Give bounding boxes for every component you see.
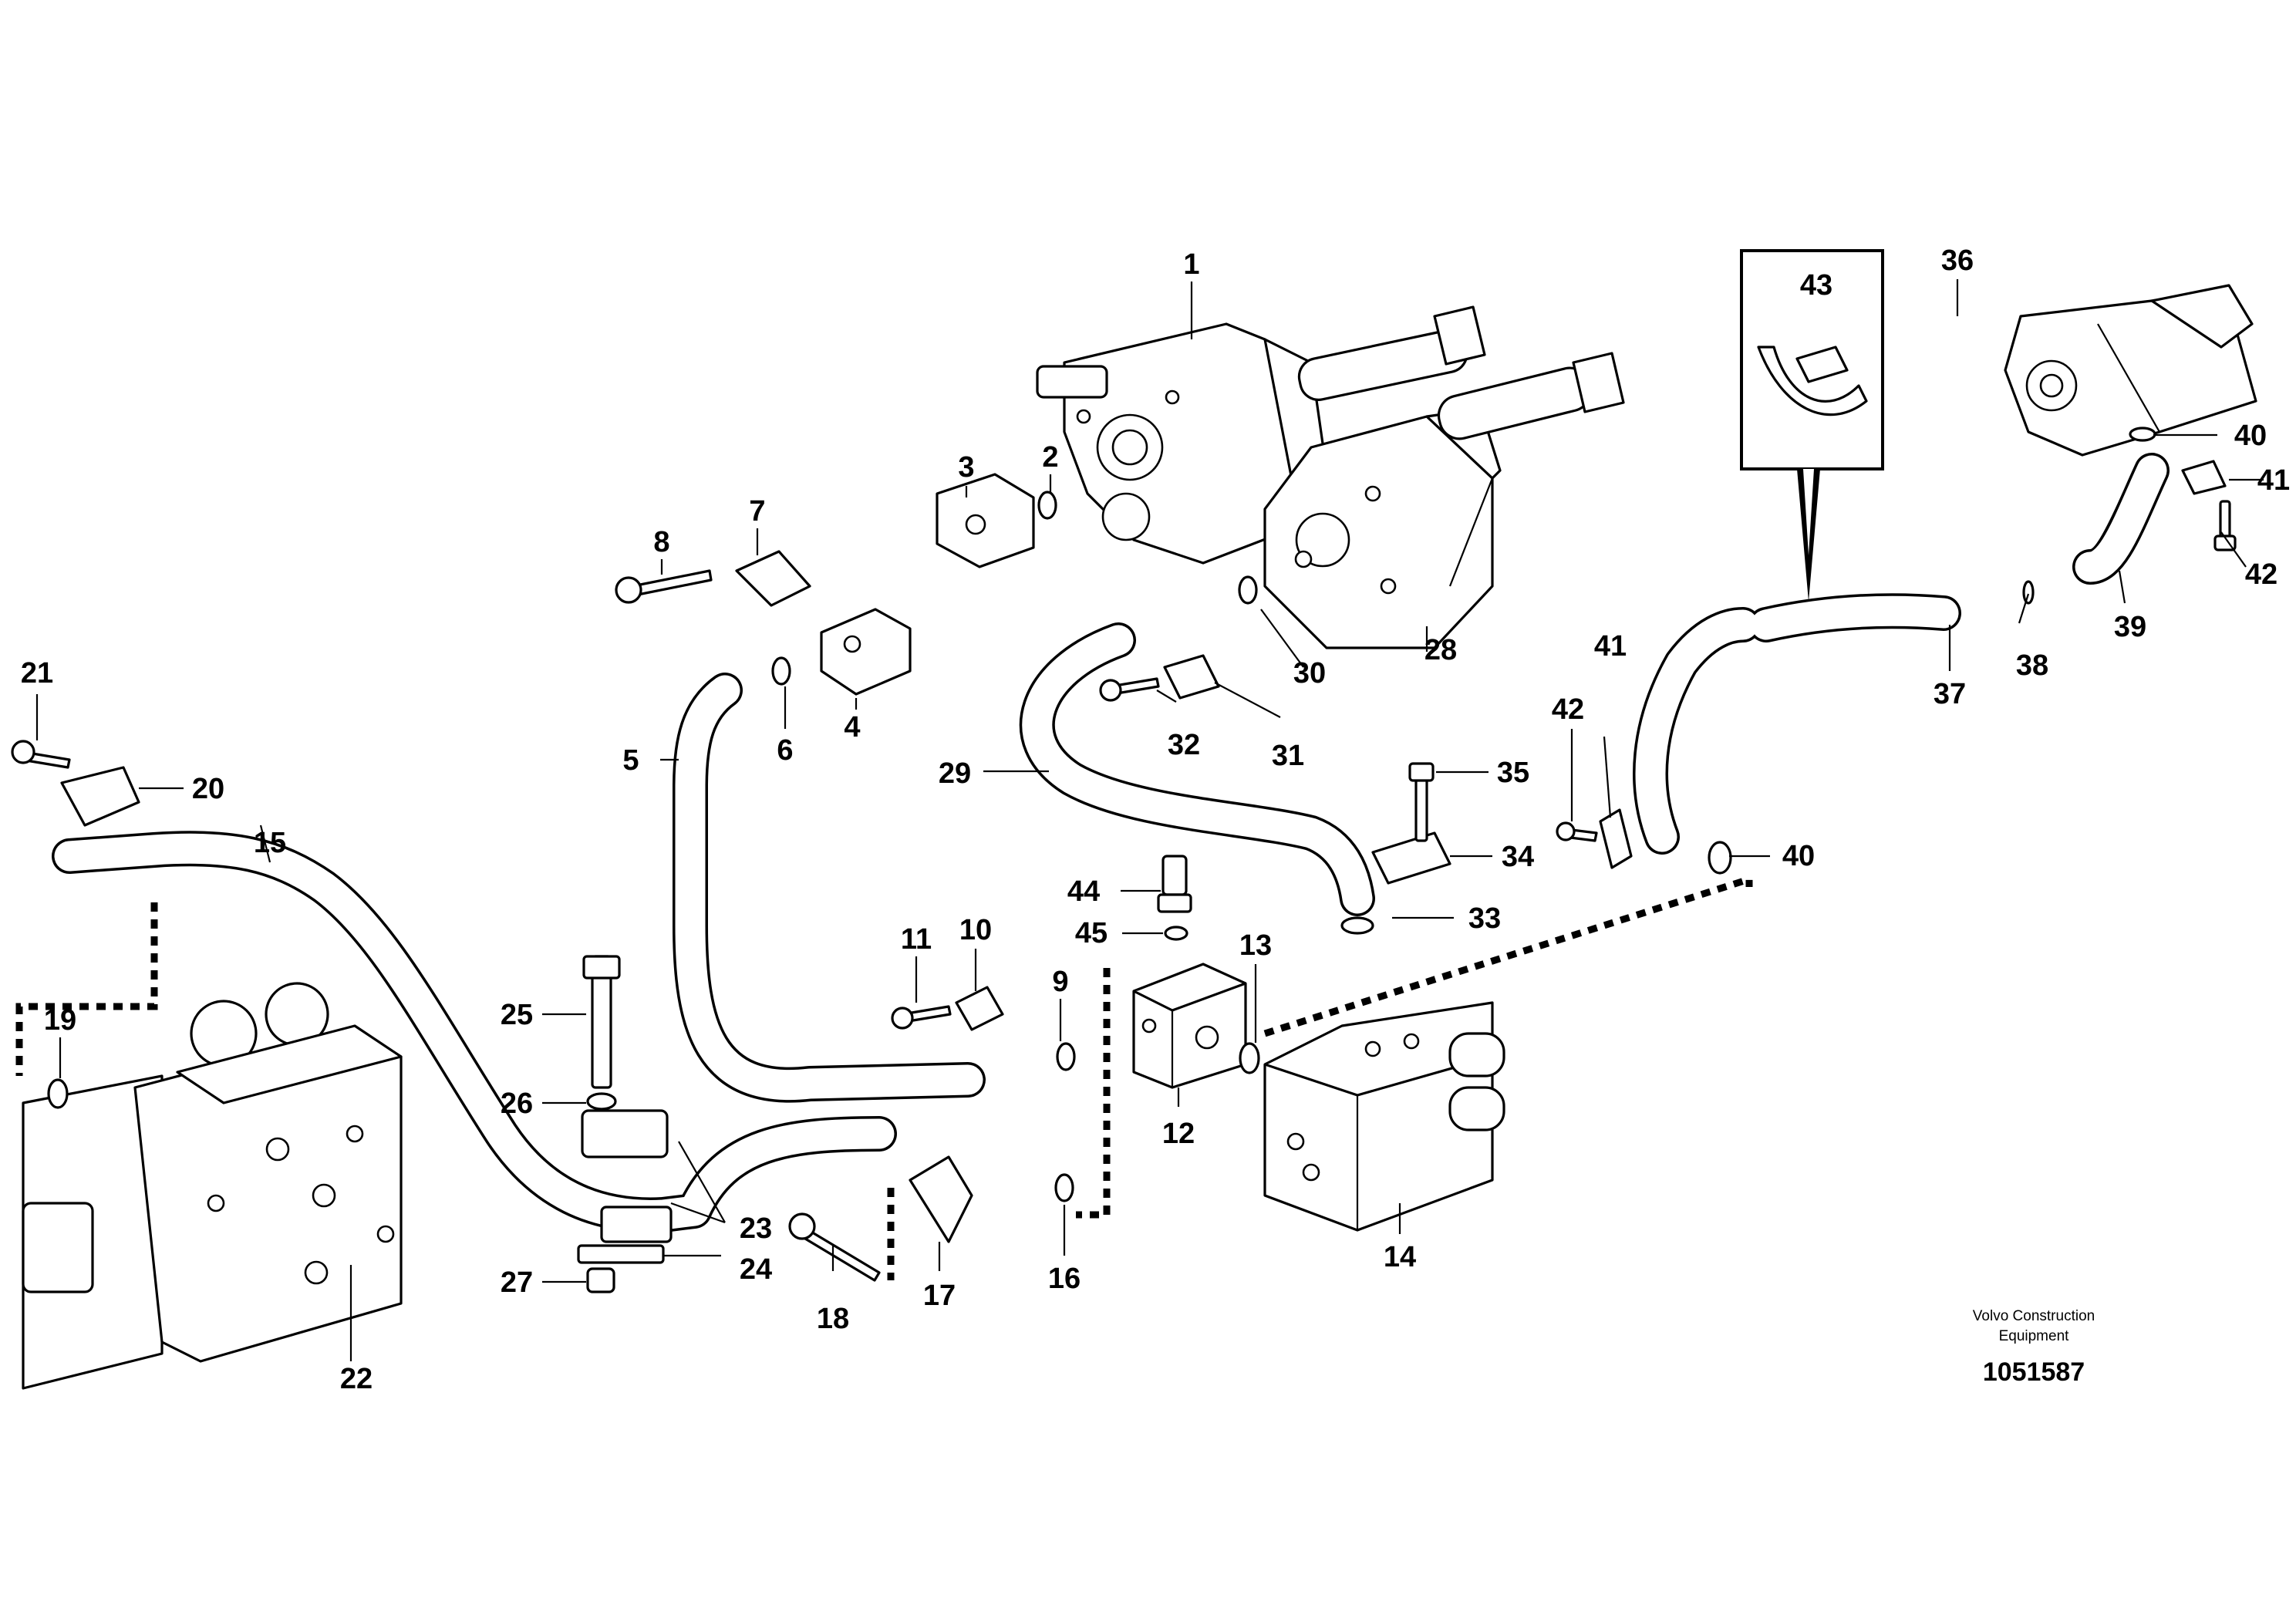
detail-inset-43 — [1740, 249, 1884, 602]
clamp-7 — [735, 550, 811, 607]
adapter-block-12 — [1132, 963, 1247, 1089]
bolt-18 — [788, 1212, 881, 1282]
hose-15 — [52, 831, 897, 1233]
callout-4: 4 — [844, 711, 860, 744]
callout-27: 27 — [501, 1266, 533, 1299]
callout-40: 40 — [1782, 840, 1815, 872]
bolt-42-b — [2213, 500, 2237, 551]
callout-8: 8 — [653, 526, 669, 558]
connection-line — [15, 902, 158, 1076]
callout-41-b: 41 — [2257, 464, 2290, 497]
o-rings — [47, 427, 2156, 1202]
callout-39: 39 — [2114, 611, 2146, 643]
valve-block-14 — [1263, 1001, 1505, 1232]
callout-2: 2 — [1042, 441, 1058, 474]
callout-31: 31 — [1272, 740, 1304, 772]
bolt-32 — [1099, 677, 1160, 702]
connection-line — [1263, 874, 1753, 1037]
callout-16: 16 — [1048, 1263, 1081, 1295]
callout-25: 25 — [501, 999, 533, 1031]
caption: Volvo Construction Equipment 1051587 — [1973, 1308, 2095, 1387]
callout-19: 19 — [44, 1004, 76, 1037]
clamp-10 — [955, 986, 1004, 1031]
caption-line-2: Equipment — [1999, 1328, 2070, 1344]
plate-24 — [577, 1244, 665, 1264]
bolt-21 — [11, 740, 71, 769]
adapter-44 — [1157, 855, 1192, 913]
bolt-25 — [582, 955, 621, 1089]
clamp-17 — [909, 1155, 973, 1243]
callout-43: 43 — [1800, 269, 1832, 302]
callout-12: 12 — [1162, 1118, 1195, 1150]
callout-21: 21 — [21, 657, 53, 690]
callout-34: 34 — [1502, 841, 1534, 873]
bolt-42 — [1556, 821, 1598, 842]
clamp-41-b — [2181, 460, 2227, 495]
flange-3 — [936, 473, 1035, 568]
hose-29 — [1019, 622, 1375, 916]
callout-9: 9 — [1052, 966, 1068, 998]
clamp-41 — [1599, 808, 1633, 869]
callout-45: 45 — [1075, 917, 1108, 949]
hose-39 — [2072, 453, 2170, 585]
clamp-20 — [60, 766, 140, 827]
callout-32: 32 — [1168, 729, 1200, 761]
callout-40-b: 40 — [2234, 420, 2267, 452]
callout-6: 6 — [777, 734, 793, 767]
callout-5: 5 — [622, 744, 639, 777]
callout-37: 37 — [1934, 678, 1966, 710]
valve-block-22 — [22, 982, 403, 1390]
callout-20: 20 — [192, 773, 224, 805]
callout-11: 11 — [901, 923, 932, 956]
bolt-8 — [615, 569, 713, 604]
callout-35: 35 — [1497, 757, 1529, 789]
callout-33: 33 — [1468, 902, 1501, 935]
callout-38: 38 — [2016, 649, 2048, 682]
callout-18: 18 — [817, 1303, 849, 1335]
document-number: 1051587 — [1983, 1357, 2085, 1387]
callout-10: 10 — [959, 914, 992, 946]
callout-36: 36 — [1941, 244, 1974, 277]
callout-14: 14 — [1384, 1241, 1416, 1273]
callout-labels: 1 2 3 4 5 6 7 8 9 10 11 12 13 14 15 16 1… — [21, 244, 2290, 1395]
callout-23: 23 — [740, 1212, 772, 1245]
leader-lines — [35, 279, 2264, 1361]
callout-1: 1 — [1183, 248, 1199, 281]
callout-41: 41 — [1594, 630, 1627, 663]
callout-17: 17 — [923, 1280, 956, 1312]
hose-37 — [1633, 593, 1961, 855]
clamp-34 — [1371, 831, 1451, 885]
connection-line — [1076, 968, 1111, 1219]
callout-7: 7 — [749, 495, 765, 528]
callout-42-b: 42 — [2245, 558, 2277, 591]
bolt-11 — [891, 1005, 952, 1030]
clamp-23 — [581, 1109, 673, 1243]
clamp-31 — [1163, 654, 1220, 700]
callout-29: 29 — [939, 757, 971, 790]
callout-3: 3 — [958, 451, 974, 484]
callout-15: 15 — [254, 827, 286, 859]
hydraulic-pump-28 — [1263, 352, 1625, 649]
bolt-35 — [1408, 762, 1435, 842]
hydraulic-pump-1 — [1036, 305, 1486, 565]
caption-line-1: Volvo Construction — [1973, 1308, 2095, 1324]
flange-4 — [820, 608, 912, 696]
nut-27 — [586, 1267, 615, 1293]
hydraulic-pump-36 — [2004, 284, 2257, 457]
callout-24: 24 — [740, 1253, 772, 1286]
callout-28: 28 — [1424, 634, 1457, 666]
callout-30: 30 — [1293, 657, 1326, 690]
callout-13: 13 — [1239, 929, 1272, 962]
washer-26 — [586, 1092, 617, 1111]
callout-44: 44 — [1067, 875, 1100, 908]
callout-22: 22 — [340, 1363, 373, 1395]
callout-42: 42 — [1552, 693, 1584, 726]
callout-26: 26 — [501, 1088, 533, 1120]
hose-5 — [673, 673, 986, 1103]
